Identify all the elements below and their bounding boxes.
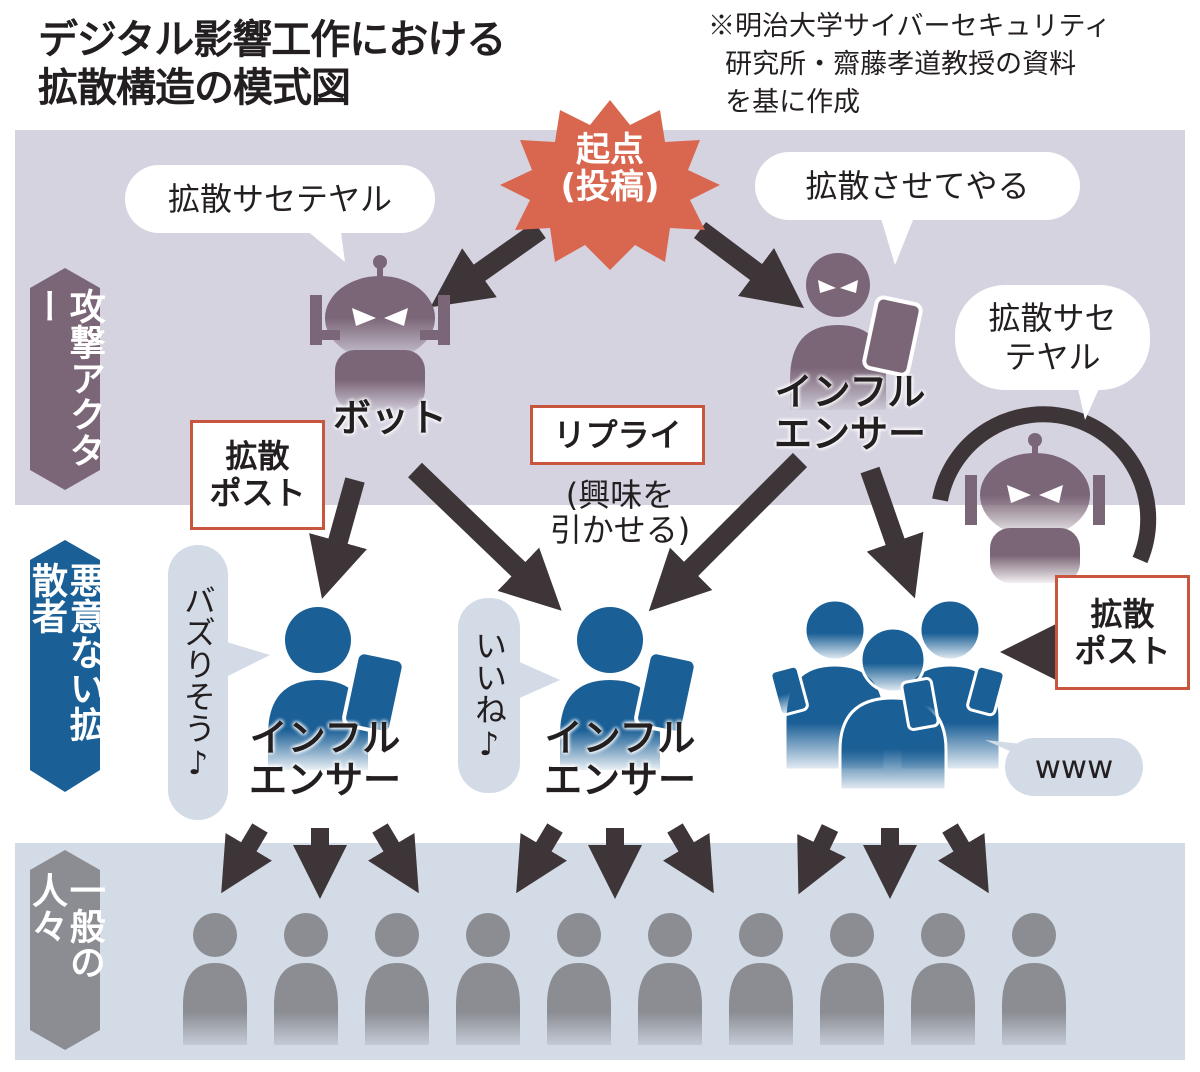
bot-icon <box>310 255 450 410</box>
attacker-influencer-icon <box>790 253 886 410</box>
person-icon <box>1002 913 1066 1045</box>
arrow-influencer-to-crowd <box>860 466 924 599</box>
spreader-influencer1-icon <box>268 607 368 770</box>
bot-eyes-icon <box>352 308 408 326</box>
person-icon <box>365 913 429 1045</box>
person-icon <box>911 913 975 1045</box>
person-icon <box>638 913 702 1045</box>
arrow-to-public <box>937 823 989 894</box>
origin-starburst <box>500 100 720 270</box>
reply-note: (興味を 引かせる) <box>549 476 691 550</box>
bubble-tail <box>515 660 560 700</box>
spreader-influencer2-label: インフル エンサー <box>543 716 696 802</box>
person-icon <box>456 913 520 1045</box>
origin-label: 起点 (投稿) <box>560 130 660 208</box>
smartphone-icon <box>342 650 406 735</box>
attacker-influencer-label: インフル エンサー <box>773 370 926 456</box>
general-public-hex <box>30 850 100 1050</box>
title-line-1: デジタル影響工作における <box>38 17 506 63</box>
section-non-malicious-spreaders: 悪意ない拡散者 <box>26 562 105 742</box>
influencer-speech-bubble: 拡散させてやる <box>755 152 1080 220</box>
crowd-speech-bubble: www <box>1005 738 1143 796</box>
bubble-tail <box>220 640 270 680</box>
attack-arrows <box>309 221 1060 682</box>
bot2-loop-arc <box>932 406 1157 564</box>
arrow-to-public <box>797 824 846 895</box>
bubble-tail <box>880 215 915 265</box>
arrow-to-public <box>662 823 714 894</box>
section-general-public: 一般の人々 <box>26 872 105 980</box>
arrow-to-public <box>516 823 568 894</box>
bot-speech-bubble: 拡散サセテヤル <box>125 165 435 233</box>
crowd-icon <box>769 598 1006 792</box>
arrow-influencer-to-influencer2 <box>648 452 808 612</box>
arrow-to-public <box>221 823 273 894</box>
public-arrows <box>221 823 989 899</box>
bot2-icon <box>965 433 1105 583</box>
attacker-eyes-icon <box>818 280 858 293</box>
person-icon <box>274 913 338 1045</box>
arrow-to-public <box>367 823 419 894</box>
arrow-bot-to-influencer1 <box>309 477 367 599</box>
spreader-influencer1-label: インフル エンサー <box>248 716 401 802</box>
general-public-people <box>183 913 1066 1045</box>
spread-post-box-2: 拡散 ポスト <box>1055 575 1190 690</box>
arrow-bot-to-influencer2 <box>408 462 562 611</box>
title-line-2: 拡散構造の模式図 <box>38 65 351 111</box>
arrow-origin-to-influencer <box>694 222 804 308</box>
page-title: デジタル影響工作における 拡散構造の模式図 <box>38 16 506 112</box>
attack-actors-hex <box>30 268 100 490</box>
person-icon <box>729 913 793 1045</box>
person-icon <box>820 913 884 1045</box>
person-icon <box>547 913 611 1045</box>
influencer1-speech-bubble: バズりそう♪ <box>168 545 228 820</box>
arrow-origin-to-bot <box>430 221 546 308</box>
bot2-eyes-icon <box>1007 485 1063 503</box>
person-icon <box>183 913 247 1045</box>
reply-box: リプライ <box>530 405 705 465</box>
bot2-speech-bubble: 拡散サセ テヤル <box>955 285 1150 390</box>
section-attack-actors: 攻撃アクター <box>26 288 105 468</box>
spread-post-box-1: 拡散 ポスト <box>190 420 325 530</box>
bubble-tail <box>300 225 345 262</box>
smartphone-icon <box>862 295 923 377</box>
bot-label: ボット <box>332 396 447 440</box>
smartphone-icon <box>634 650 698 735</box>
spreader-influencer2-icon <box>560 607 660 770</box>
influencer2-speech-bubble: いいね♪ <box>458 598 520 793</box>
source-note: ※明治大学サイバーセキュリティ 研究所・齋藤孝道教授の資料 を基に作成 <box>708 11 1111 118</box>
spreaders-hex <box>30 540 100 792</box>
